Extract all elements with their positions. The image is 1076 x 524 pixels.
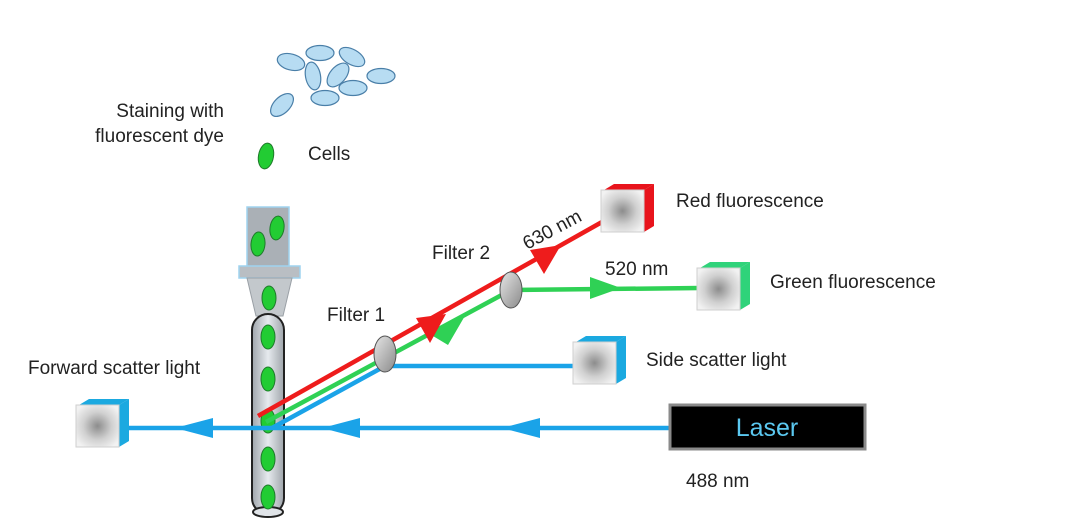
stream-cell bbox=[260, 484, 276, 510]
staining-label-line2: fluorescent dye bbox=[95, 126, 224, 147]
forward-scatter-arrow bbox=[175, 418, 213, 438]
laser-source: Laser bbox=[668, 403, 867, 451]
green-beam-arrow bbox=[590, 277, 621, 299]
laser-beam-arrow bbox=[322, 418, 360, 438]
unstained-cell bbox=[304, 61, 322, 91]
unstained-cell bbox=[305, 44, 335, 62]
red-fluorescence-label: Red fluorescence bbox=[676, 191, 824, 212]
nozzle-collar bbox=[238, 265, 301, 279]
cells-label: Cells bbox=[308, 144, 350, 165]
nm488-label: 488 nm bbox=[686, 471, 749, 492]
staining-label-line1: Staining with bbox=[116, 101, 224, 122]
unstained-cell bbox=[338, 46, 366, 68]
unstained-cell bbox=[310, 89, 340, 107]
forward-scatter-label: Forward scatter light bbox=[28, 358, 201, 379]
unstained-cell bbox=[276, 52, 306, 72]
red-beam-arrow bbox=[530, 245, 561, 274]
side-scatter-beam bbox=[270, 363, 575, 430]
laser-label: Laser bbox=[736, 414, 799, 442]
red-detector bbox=[600, 184, 654, 233]
laser-beam-arrow bbox=[502, 418, 540, 438]
stream-cell bbox=[260, 446, 276, 472]
unstained-cell bbox=[366, 67, 396, 85]
red-beam-arrow bbox=[416, 314, 446, 343]
filter1-label: Filter 1 bbox=[327, 305, 385, 326]
side-scatter-detector bbox=[572, 336, 626, 385]
stream-cell bbox=[250, 231, 266, 257]
stream-cell bbox=[269, 215, 285, 241]
side-scatter-label: Side scatter light bbox=[646, 350, 787, 371]
filter2-label: Filter 2 bbox=[432, 243, 490, 264]
stained-cell-legend bbox=[257, 142, 275, 170]
nm520-label: 520 nm bbox=[605, 259, 668, 280]
unstained-cell bbox=[338, 79, 368, 97]
stream-cell bbox=[260, 366, 276, 392]
green-detector bbox=[696, 262, 750, 311]
stream-cell bbox=[261, 285, 277, 311]
unstained-cell bbox=[269, 92, 295, 118]
green-fluorescence-label: Green fluorescence bbox=[770, 272, 936, 293]
unstained-cells bbox=[269, 44, 396, 118]
filter2-lens bbox=[499, 271, 523, 309]
filter1-lens bbox=[373, 335, 397, 373]
green-beam-arrow bbox=[428, 314, 466, 345]
unstained-cell bbox=[326, 62, 350, 88]
forward-scatter-detector bbox=[75, 399, 129, 448]
stream-cell bbox=[260, 324, 276, 350]
